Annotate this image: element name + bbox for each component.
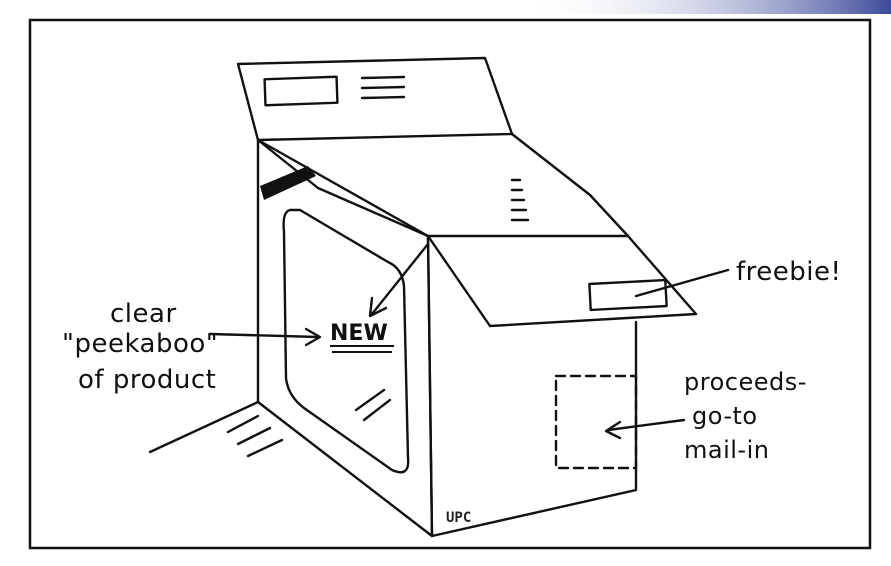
arrow-freebie [636, 270, 728, 296]
freebie-coupon [589, 280, 666, 310]
flap-label-rect [265, 77, 338, 105]
right-inner-flap [512, 134, 628, 236]
corner-accent [520, 0, 891, 14]
clear-label-line1: clear [110, 299, 177, 329]
mail-in-rect [556, 376, 636, 468]
proceeds-label-line3: mail-in [684, 436, 769, 464]
freebie-label: freebie! [736, 257, 841, 287]
clear-label-line3: of product [78, 365, 216, 395]
new-badge: NEW [330, 321, 388, 346]
flap-lines [362, 77, 404, 98]
barcode: UPC [446, 510, 471, 526]
arrow-clear [210, 334, 318, 337]
box-stripe [260, 166, 316, 200]
proceeds-label-line1: proceeds- [684, 368, 807, 396]
proceeds-label-line2: go-to [692, 402, 758, 430]
back-flap [238, 58, 512, 140]
clear-label-line2: "peekaboo" [62, 329, 218, 359]
arrow-new [372, 244, 428, 314]
